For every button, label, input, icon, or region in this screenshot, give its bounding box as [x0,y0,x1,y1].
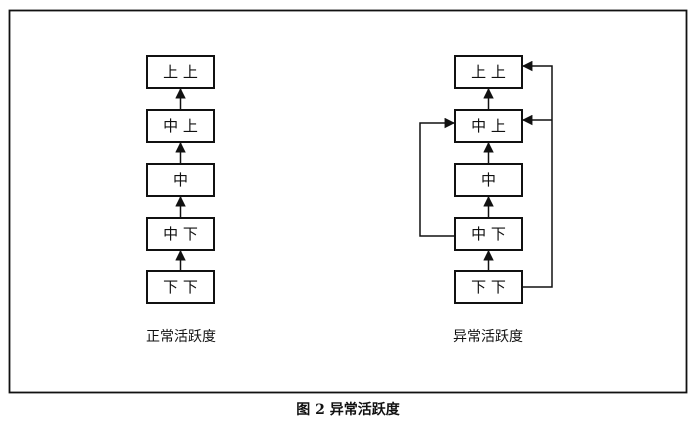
level-box-top-top [454,55,523,89]
level-box-mid-bottom [146,217,215,251]
level-label-mid-bottom: 中 下 [471,225,506,243]
level-label-mid-bottom: 中 下 [163,225,198,243]
level-label-mid: 中 [173,171,188,189]
level-label-mid: 中 [481,171,496,189]
level-label-mid-top: 中 上 [471,117,506,135]
normal-activity-caption: 正常活跃度 [146,329,216,345]
level-box-mid [454,163,523,197]
normal-activity-diagram: 上 上 中 上 中 中 下 下 下 正常活跃度 [146,55,216,345]
skip-arrow-bottom-to-top-top [521,60,553,288]
figure-caption: 图 2 异常活跃度 [296,401,400,418]
abnormal-activity-caption: 异常活跃度 [453,329,523,345]
level-box-mid-top [454,109,523,143]
figure-frame [8,9,688,394]
level-box-mid-bottom [454,217,523,251]
abnormal-activity-diagram: 上 上 中 上 中 中 下 下 下 异常活跃度 [419,55,553,345]
level-label-top-top: 上 上 [471,63,506,81]
level-label-top-top: 上 上 [163,63,198,81]
level-label-bottom-bottom: 下 下 [471,278,506,296]
level-label-mid-top: 中 上 [163,117,198,135]
level-label-bottom-bottom: 下 下 [163,278,198,296]
skip-arrow-mid-bottom-to-mid-top [419,117,456,237]
